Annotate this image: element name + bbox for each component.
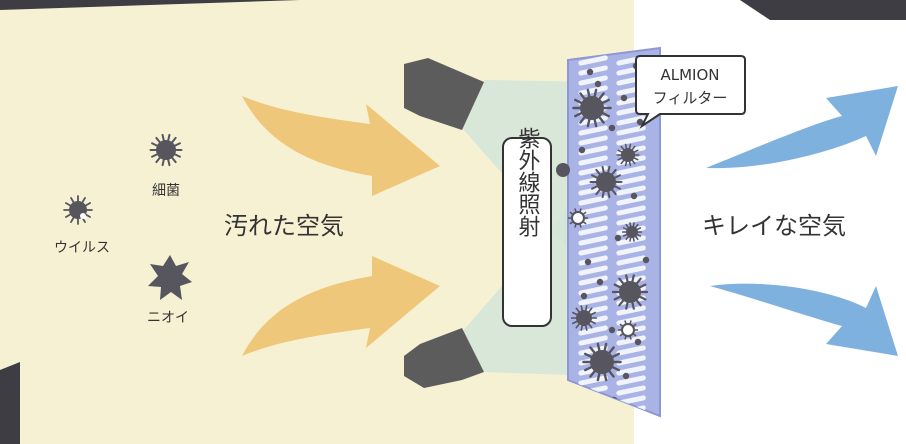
filter-dot-4	[608, 124, 616, 132]
top-left-dark-corner	[0, 0, 300, 10]
filter-germ-5	[621, 222, 643, 242]
filter-dot-5	[636, 118, 644, 126]
filter-dot-13	[608, 326, 616, 334]
odor-label: ニオイ	[147, 310, 189, 326]
bacteria-shape	[149, 133, 183, 167]
filter-dot-10	[614, 234, 622, 242]
filter-germ-2	[611, 274, 649, 310]
filter-dot-8	[642, 256, 650, 264]
uv-lamp-bottom-icon	[404, 328, 484, 388]
top-right-dark-corner	[740, 0, 906, 20]
dirty-air-arrow-bottom	[242, 256, 440, 356]
filter-dot-0	[586, 68, 594, 76]
filter-germ-0	[572, 88, 612, 128]
virus-icon	[63, 195, 93, 225]
dirty-air-label: 汚れた空気	[224, 212, 344, 240]
filter-germ-4	[570, 305, 598, 331]
virus-label: ウイルス	[54, 240, 110, 256]
filter-dot-14	[634, 338, 642, 346]
uv-label-box	[502, 137, 552, 327]
bottom-left-dark-corner	[0, 362, 20, 444]
filter-icon	[567, 46, 661, 418]
uv-dot	[556, 163, 570, 177]
filter-germ-3	[582, 342, 622, 382]
filter-dot-12	[580, 292, 588, 300]
bacteria-icon	[149, 133, 183, 167]
filter-callout-box	[635, 55, 746, 129]
filter-ring-germ-0	[568, 208, 588, 228]
filter-dot-11	[596, 278, 604, 286]
bacteria-label: 細菌	[152, 183, 180, 199]
uv-label: 紫外線照射	[515, 127, 541, 237]
filter-label-line1: ALMION	[660, 66, 719, 84]
filter-dot-6	[578, 146, 586, 154]
filter-label-line2: フィルター	[653, 89, 728, 107]
clean-air-arrow-top	[706, 86, 898, 169]
filter-dot-3	[620, 94, 628, 102]
filter-dot-16	[622, 372, 630, 380]
dirty-air-arrow-top	[242, 96, 440, 196]
clean-air-arrow-bottom	[710, 283, 898, 356]
filter-germ-6	[616, 143, 640, 167]
virus-shape	[63, 195, 93, 225]
filter-dot-1	[594, 80, 602, 88]
filter-ring-germ-1	[618, 320, 638, 340]
clean-air-label: キレイな空気	[702, 212, 846, 240]
filter-dot-9	[584, 258, 592, 266]
filter-germ-1	[589, 165, 623, 199]
filter-dot-7	[630, 192, 638, 200]
odor-icon	[148, 255, 192, 300]
uv-lamp-top-icon	[404, 58, 484, 130]
